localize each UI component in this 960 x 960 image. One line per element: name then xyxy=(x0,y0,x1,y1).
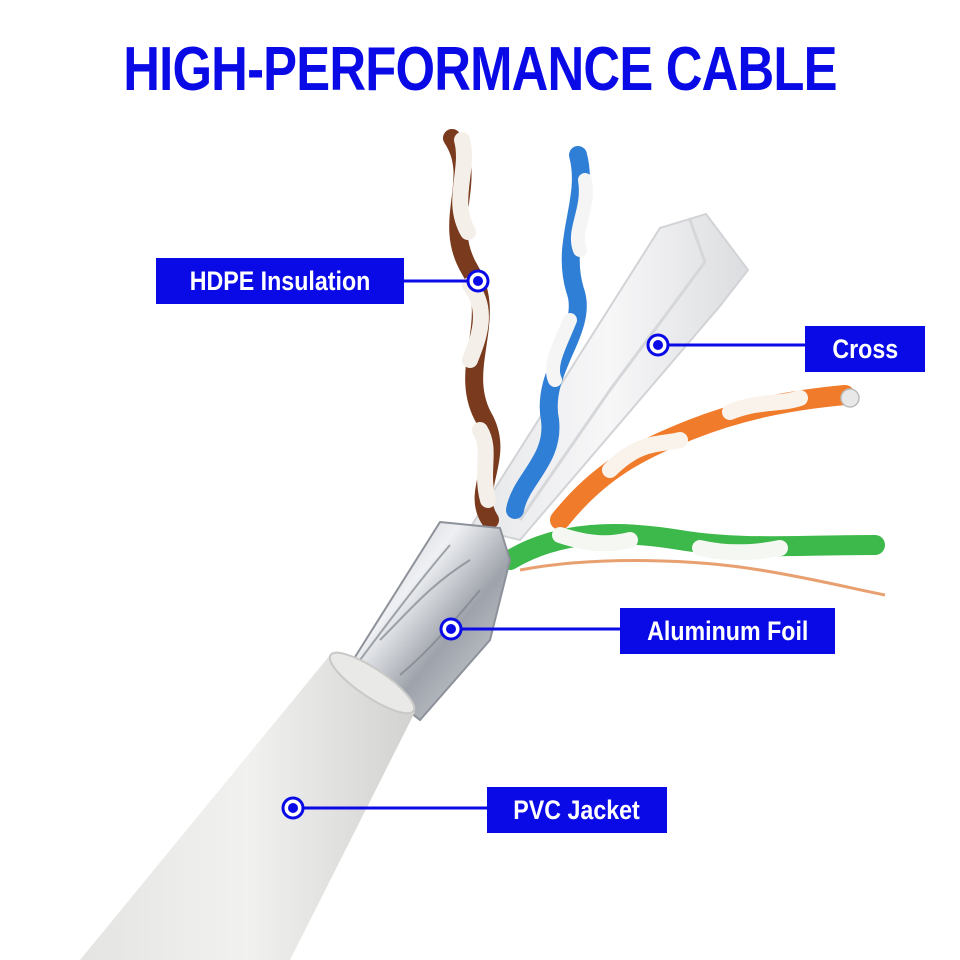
callout-aluminum-foil-text: Aluminum Foil xyxy=(646,616,809,646)
callout-cross-text: Cross xyxy=(832,334,898,364)
green-pair xyxy=(500,524,885,570)
blue-pair xyxy=(506,146,593,519)
page-title: HIGH-PERFORMANCE CABLE xyxy=(123,35,837,104)
leader-pvc xyxy=(281,796,487,820)
leader-cross xyxy=(646,333,805,357)
callout-hdpe-insulation-text: HDPE Insulation xyxy=(189,266,371,296)
callout-cross: Cross xyxy=(805,326,925,372)
callout-hdpe-insulation: HDPE Insulation xyxy=(156,258,404,304)
callout-pvc-jacket: PVC Jacket xyxy=(487,787,667,833)
callout-pvc-jacket-text: PVC Jacket xyxy=(513,795,641,825)
orange-pair xyxy=(550,385,860,530)
pvc-jacket xyxy=(80,651,416,960)
callout-aluminum-foil: Aluminum Foil xyxy=(620,608,835,654)
leader-hdpe xyxy=(404,269,490,293)
brown-pair xyxy=(443,129,501,529)
drain-wire xyxy=(519,559,886,597)
cross-separator xyxy=(468,212,750,542)
leader-foil xyxy=(439,617,620,641)
